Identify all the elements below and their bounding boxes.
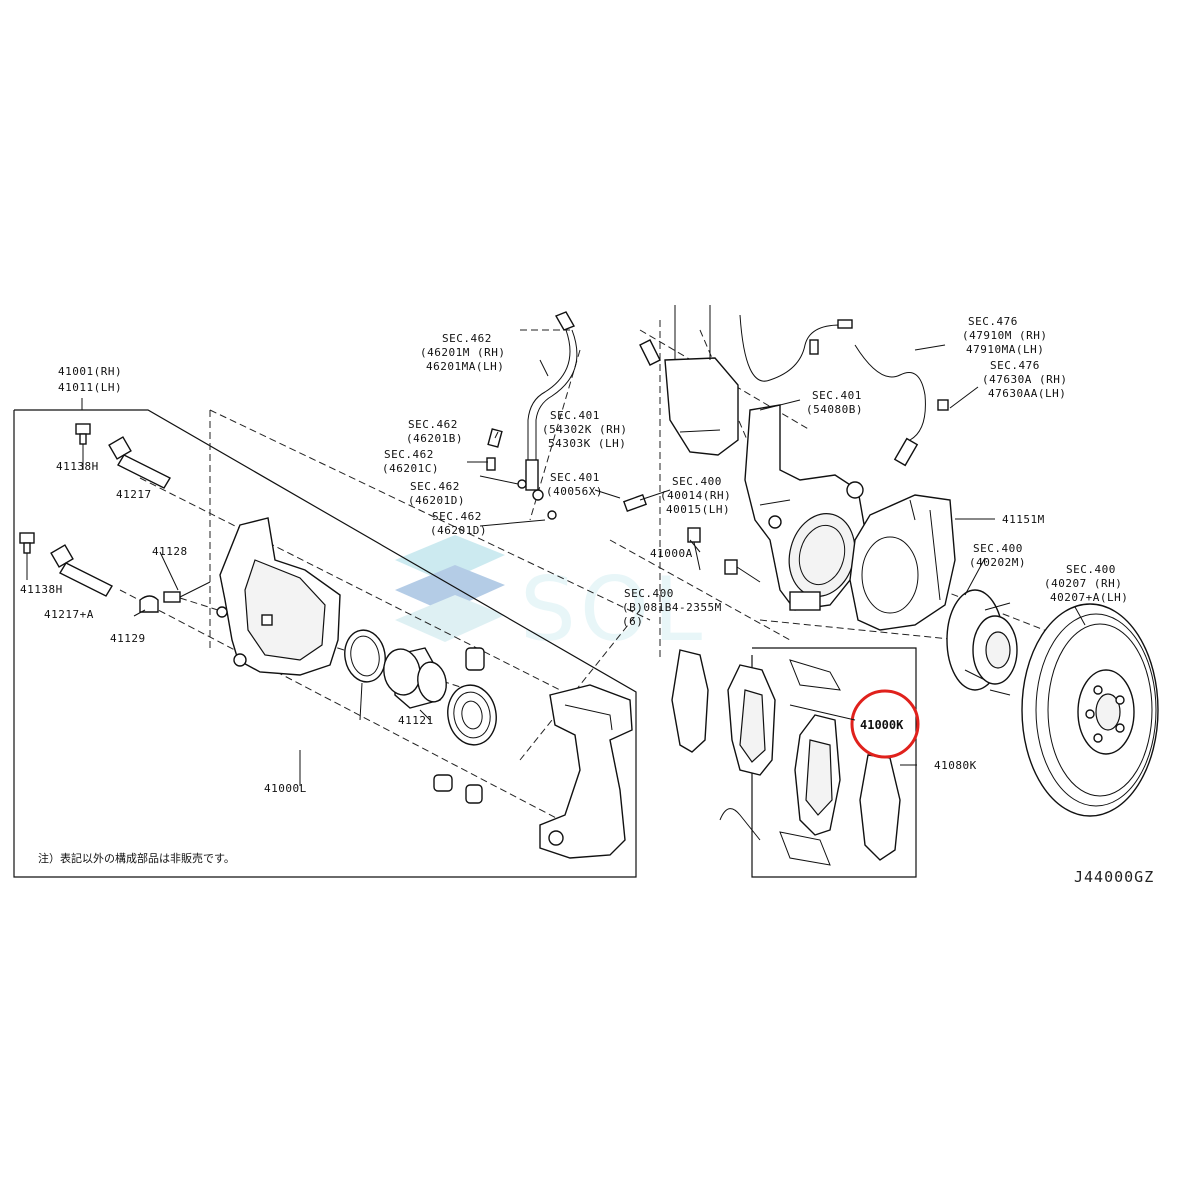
label-sec400-c: SEC.400: [973, 542, 1023, 555]
knuckle-bolts-41000a: [687, 527, 761, 583]
bleeder-screw-41128: [163, 581, 211, 603]
label-41121: 41121: [398, 714, 434, 727]
label-46201b: (46201B): [406, 432, 463, 445]
brake-rotor-40207: [1021, 603, 1159, 817]
brake-pad-kit-box: [751, 647, 917, 878]
label-41151m: 41151M: [1002, 513, 1045, 526]
watermark-text: SOL: [520, 558, 706, 661]
label-sec462-a: SEC.462: [442, 332, 492, 345]
label-sec400-d: SEC.400: [1066, 563, 1116, 576]
bleeder-cap-41129: [139, 595, 159, 613]
label-41001-rh: 41001(RH): [58, 365, 122, 378]
bolt-41138h-lower: [19, 532, 35, 580]
label-sec462-b: SEC.462: [408, 418, 458, 431]
label-47910ma: 47910MA(LH): [966, 343, 1044, 356]
pin-boots: [433, 647, 485, 804]
label-sec476-b: SEC.476: [990, 359, 1040, 372]
label-sec401-b: SEC.401: [550, 471, 600, 484]
abs-sensor-cables: [739, 314, 949, 467]
label-sec401-c: SEC.401: [812, 389, 862, 402]
label-41128: 41128: [152, 545, 188, 558]
strut-mount: [622, 305, 739, 513]
label-54303k: 54303K (LH): [548, 437, 626, 450]
label-41129: 41129: [110, 632, 146, 645]
label-sec476-a: SEC.476: [968, 315, 1018, 328]
diagram-code: J44000GZ: [1074, 868, 1154, 886]
label-46201c: (46201C): [382, 462, 439, 475]
steering-knuckle: [744, 404, 866, 611]
label-46201m: (46201M (RH): [420, 346, 505, 359]
label-41000l: 41000L: [264, 782, 307, 795]
label-46201d-a: (46201D): [408, 494, 465, 507]
leader-lines: [81, 344, 1086, 865]
label-41080k: 41080K: [934, 759, 977, 772]
brake-pads: [671, 649, 901, 866]
pin-41217: [108, 436, 171, 489]
watermark-logo: SOL: [395, 535, 706, 661]
highlight-circle-41000k: [850, 689, 920, 759]
label-sec462-c: SEC.462: [384, 448, 434, 461]
pin-41217a: [50, 544, 113, 597]
label-47630a: (47630A (RH): [982, 373, 1067, 386]
label-40207: (40207 (RH): [1044, 577, 1122, 590]
label-41138h-upper: 41138H: [56, 460, 99, 473]
label-sec462-d: SEC.462: [410, 480, 460, 493]
label-sec400-a: SEC.400: [672, 475, 722, 488]
label-47910m: (47910M (RH): [962, 329, 1047, 342]
label-sec400-b: SEC.400: [624, 587, 674, 600]
splash-shield-41151m: [849, 494, 956, 631]
label-46201d-b: (46201D): [430, 524, 487, 537]
label-46201ma: 46201MA(LH): [426, 360, 504, 373]
label-54302k: (54302K (RH): [542, 423, 627, 436]
piston-41121: [383, 647, 447, 709]
label-41011-lh: 41011(LH): [58, 381, 122, 394]
piston-boot: [447, 684, 497, 746]
label-40056x: (40056X): [546, 485, 603, 498]
label-41000k: 41000K: [860, 718, 904, 732]
label-sec462-e: SEC.462: [432, 510, 482, 523]
caliper-assembly-box: [13, 409, 637, 878]
label-47630aa: 47630AA(LH): [988, 387, 1066, 400]
label-40015: 40015(LH): [666, 503, 730, 516]
seal-ring: [344, 629, 386, 683]
label-41000a: 41000A: [650, 547, 693, 560]
label-40014: (40014(RH): [660, 489, 731, 502]
label-40207a: 40207+A(LH): [1050, 591, 1128, 604]
part-labels: 41001(RH) 41011(LH) 41138H 41217 41138H …: [20, 315, 1128, 795]
label-41138h-lower: 41138H: [20, 583, 63, 596]
caliper-body: [216, 517, 341, 676]
caliper-bracket: [539, 684, 633, 859]
non-sale-note: 注）表記以外の構成部品は非販売です。: [38, 851, 235, 865]
label-54080b: (54080B): [806, 403, 863, 416]
bolt-41138h-upper: [75, 423, 91, 470]
wheel-hub-40202m: [946, 589, 1018, 696]
label-41217: 41217: [116, 488, 152, 501]
label-41217a: 41217+A: [44, 608, 94, 621]
label-qty-6: (6): [622, 615, 643, 628]
label-sec401-a: SEC.401: [550, 409, 600, 422]
label-40202m: (40202M): [969, 556, 1026, 569]
label-081b4: (B)081B4-2355M: [622, 601, 722, 614]
